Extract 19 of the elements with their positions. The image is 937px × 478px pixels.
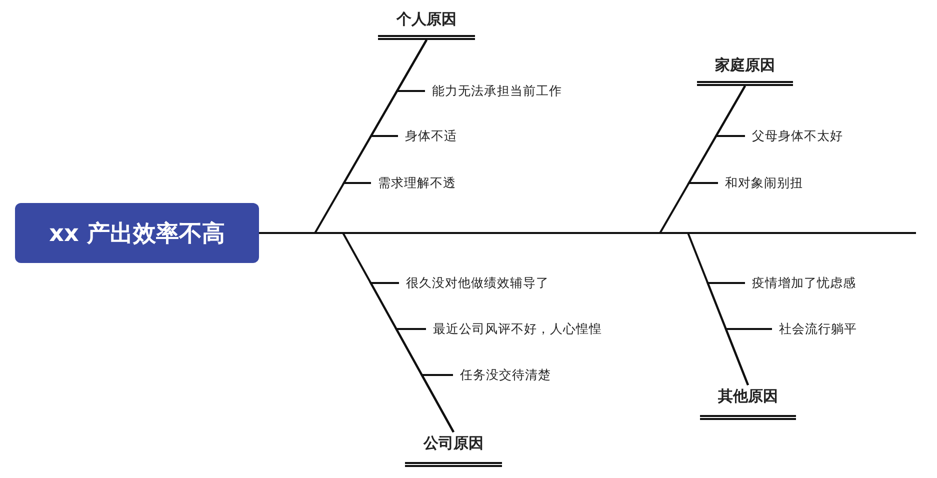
cause-text: 最近公司风评不好，人心惶惶 (426, 320, 602, 338)
category-heading: 其他原因 (700, 385, 796, 420)
bone-line (687, 86, 746, 184)
cause-text: 很久没对他做绩效辅导了 (399, 274, 549, 292)
cause-text: 能力无法承担当前工作 (425, 82, 562, 100)
category-heading: 家庭原因 (697, 54, 793, 86)
cause-text: 身体不适 (398, 127, 457, 145)
cause-text: 社会流行躺平 (772, 320, 857, 338)
cause-text: 需求理解不透 (371, 174, 456, 192)
category-heading: 个人原因 (378, 8, 475, 40)
bone-line (342, 40, 428, 184)
problem-box: xx 产出效率不高 (15, 203, 259, 263)
category-heading: 公司原因 (405, 432, 502, 467)
bone-line (724, 328, 772, 386)
cause-text: 父母身体不太好 (745, 127, 843, 145)
cause-text: 任务没交待清楚 (453, 366, 551, 384)
cause-text: 和对象闹别扭 (718, 174, 803, 192)
cause-text: 疫情增加了忧虑感 (745, 274, 856, 292)
bone-line (420, 374, 454, 432)
